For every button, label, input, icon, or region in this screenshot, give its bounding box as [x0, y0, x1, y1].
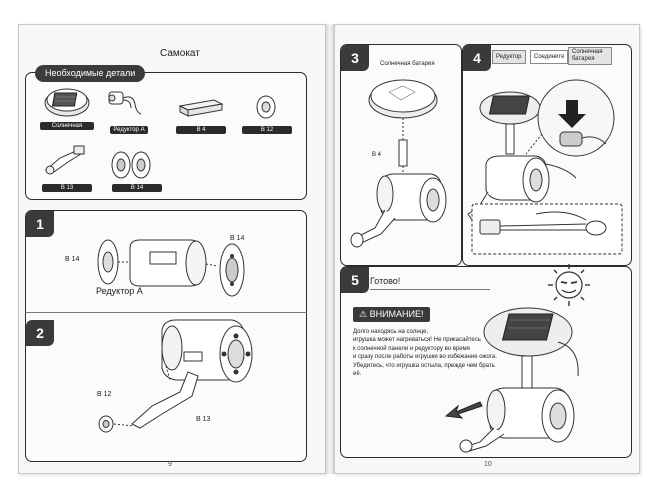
step2-label-b13: В 13	[196, 416, 210, 423]
b4-part-icon	[176, 96, 226, 120]
finished-scooter-illustration	[440, 302, 630, 454]
page-spine	[326, 24, 334, 474]
part-label-b4: В 4	[176, 126, 226, 134]
step-2-number: 2	[26, 320, 54, 346]
part-label-solar: Солнечная батарея	[40, 122, 94, 130]
step4-tab-connect: Соедините	[530, 50, 568, 64]
reducer-a-part-icon	[105, 86, 145, 120]
solar-panel-part-icon	[42, 86, 92, 120]
step1-label-b14-left: В 14	[65, 256, 79, 263]
b12-part-icon	[254, 94, 278, 120]
b14-part-icon	[108, 148, 156, 182]
part-label-b12: В 12	[242, 126, 292, 134]
step3-illustration	[345, 70, 460, 260]
step1-label-reducer: Редуктор А	[96, 286, 143, 296]
page-number-left: 9	[168, 461, 172, 468]
step5-label-done: Готово!	[370, 276, 400, 286]
parts-header: Необходимые детали	[35, 65, 145, 82]
step2-label-b12: В 12	[97, 391, 111, 398]
step-3-number: 3	[341, 45, 369, 71]
warning-title: ВНИМАНИЕ!	[370, 309, 424, 319]
part-label-b13: В 13	[42, 184, 92, 192]
part-label-reducer: Редуктор А	[110, 126, 148, 134]
step4-tab-reducer: Редуктор	[492, 50, 526, 64]
step1-label-b14-right: В 14	[230, 235, 244, 242]
b13-part-icon	[42, 142, 90, 176]
step5-divider	[370, 289, 490, 290]
page-number-right: 10	[484, 461, 492, 468]
step4-tab-solar: Солнечная батарея	[568, 47, 612, 65]
warning-header: ⚠ ВНИМАНИЕ!	[353, 307, 430, 322]
direction-arrow-icon	[444, 396, 484, 420]
step3-label-solar: Солнечная батарея	[380, 61, 435, 67]
part-label-b14: В 14	[112, 184, 162, 192]
step2-illustration	[92, 310, 267, 440]
step-5-number: 5	[341, 267, 369, 293]
step4-illustration	[466, 74, 630, 264]
step-4-number: 4	[463, 45, 491, 71]
step-1-number: 1	[26, 211, 54, 237]
warning-triangle-icon: ⚠	[359, 309, 370, 319]
page-title: Самокат	[160, 48, 200, 59]
